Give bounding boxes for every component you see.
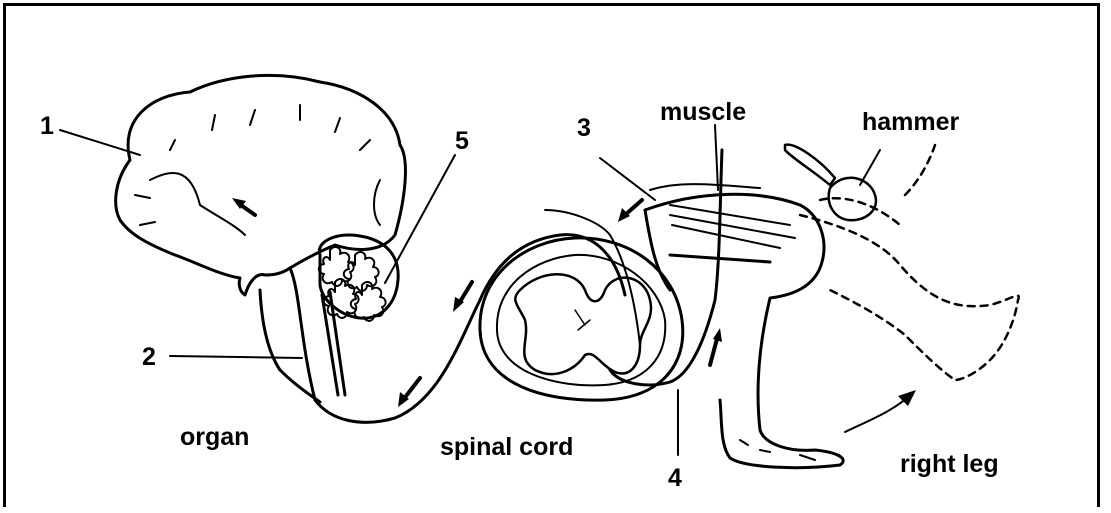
label-1: 1 xyxy=(40,114,54,139)
label-4: 4 xyxy=(668,466,682,491)
label-spinal-cord: spinal cord xyxy=(440,435,573,460)
label-organ: organ xyxy=(180,425,249,450)
kicked-leg-upper xyxy=(820,145,935,225)
leg-motion-arrow xyxy=(845,395,910,432)
spinal-cord-cross-section xyxy=(480,238,683,400)
cerebellum-drawing xyxy=(319,235,398,395)
label-right-leg: right leg xyxy=(900,452,999,477)
leg-drawing xyxy=(645,184,843,468)
label-3: 3 xyxy=(577,116,591,141)
label-hammer: hammer xyxy=(862,110,959,135)
label-2: 2 xyxy=(142,345,156,370)
brain-drawing xyxy=(116,75,406,402)
afferent-nerve-to-brain xyxy=(315,235,625,423)
label-5: 5 xyxy=(455,129,469,154)
label-muscle: muscle xyxy=(660,100,746,125)
kicked-leg-outline xyxy=(800,215,1019,380)
